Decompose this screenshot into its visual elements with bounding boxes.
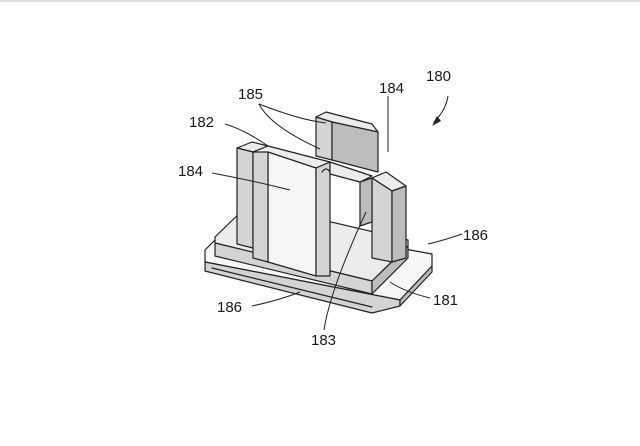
label-186-right: 186 — [463, 227, 488, 244]
label-182: 182 — [189, 114, 214, 131]
label-185: 185 — [238, 86, 263, 103]
right-finger — [316, 162, 330, 276]
label-181: 181 — [433, 292, 458, 309]
right-wall-front — [372, 178, 392, 262]
arrow-180-head — [432, 116, 441, 126]
label-184-right: 184 — [379, 80, 404, 97]
leader-185-a — [259, 104, 320, 149]
label-180: 180 — [426, 68, 451, 85]
leader-182 — [225, 124, 268, 146]
leader-186-right — [428, 234, 462, 244]
slot-183 — [360, 178, 372, 226]
label-184-left: 184 — [178, 163, 203, 180]
wall-left-edge — [253, 152, 268, 262]
leader-186-left — [252, 292, 300, 306]
left-finger-front — [237, 148, 253, 248]
upper-tab-front — [316, 117, 332, 160]
right-wall-side — [392, 186, 406, 262]
label-186-left: 186 — [217, 299, 242, 316]
reference-labels: 180 184 185 182 184 186 186 181 183 — [178, 68, 488, 349]
wall-face — [268, 152, 316, 276]
label-183: 183 — [311, 332, 336, 349]
